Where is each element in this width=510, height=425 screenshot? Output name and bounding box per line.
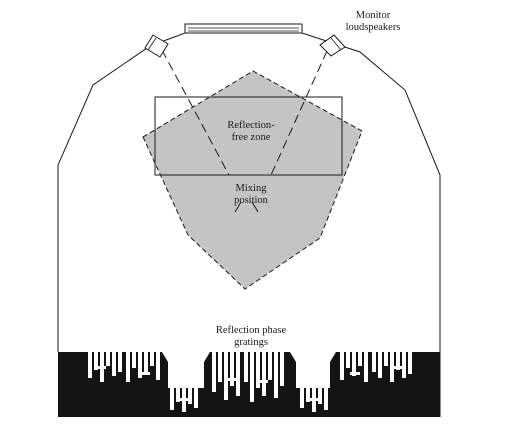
monitor-loudspeakers-label: Monitor loudspeakers [338, 10, 408, 34]
monitor-label-line2: loudspeakers [345, 22, 401, 33]
gratings-mass [58, 352, 440, 417]
reflection-phase-gratings [58, 352, 440, 417]
right-loudspeaker [319, 34, 346, 57]
left-sightline-end [234, 201, 242, 213]
gratings-wells [88, 352, 412, 412]
left-loudspeaker [144, 34, 169, 58]
left-speaker-sightline [161, 49, 230, 176]
mixing-label-line2: position [234, 195, 268, 206]
reflection-free-zone-box [154, 96, 343, 176]
front-window [184, 23, 303, 34]
mixing-label-line1: Mixing [235, 183, 267, 194]
monitor-label-line1: Monitor [355, 10, 391, 21]
reflection-free-label-line1: Reflection- [227, 120, 275, 131]
gratings-label-line1: Reflection phase [215, 325, 287, 336]
reflection-phase-gratings-label: Reflection phase gratings [196, 325, 306, 349]
reflection-free-zone-area [142, 70, 363, 290]
reflection-free-label-line2: free zone [231, 132, 271, 143]
mixing-position-label: Mixing position [216, 183, 286, 207]
right-speaker-sightline [270, 50, 328, 176]
reflection-free-zone-label: Reflection- free zone [216, 120, 286, 144]
right-sightline-end [251, 201, 259, 213]
gratings-label-line2: gratings [234, 337, 268, 348]
